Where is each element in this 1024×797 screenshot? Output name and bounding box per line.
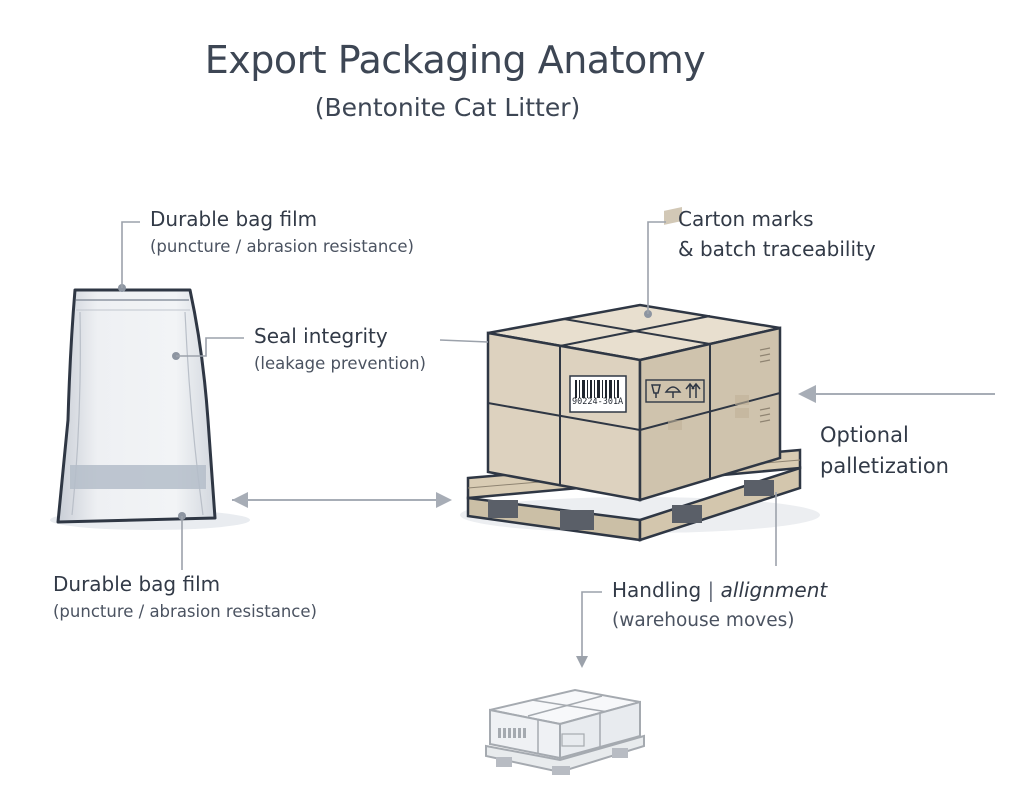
handling-label: Handling | allignment (612, 578, 827, 602)
handling-emphasis: allignment (720, 578, 828, 602)
handling-prefix: Handling (612, 578, 702, 602)
bag-film-bottom-detail: (puncture / abrasion resistance) (53, 602, 317, 621)
page-subtitle: (Bentonite Cat Litter) (314, 93, 581, 122)
double-arrow (232, 492, 452, 508)
barcode-text: 90224-301A (572, 397, 624, 407)
carton-marks-label: Carton marks (678, 207, 814, 231)
fragile-icon (651, 384, 661, 398)
bag-film-top-label: Durable bag film (150, 207, 318, 231)
barcode-icon (575, 380, 619, 398)
pallet-illustration (460, 207, 820, 542)
palletization-label-line1: Optional (820, 423, 909, 447)
seal-integrity-label: Seal integrity (254, 324, 388, 348)
umbrella-icon (664, 386, 682, 398)
pallet-leader-lines (439, 221, 777, 566)
bag-film-bottom-label: Durable bag film (53, 572, 221, 596)
batch-traceability-label: & batch traceability (678, 237, 876, 261)
handling-arrow (576, 591, 602, 668)
this-way-up-icon (685, 382, 701, 398)
bag-leader-lines (121, 221, 244, 570)
warehouse-pallet-illustration (485, 688, 645, 775)
handling-separator: | (707, 578, 715, 602)
palletization-label-line2: palletization (820, 454, 949, 478)
bag-illustration (50, 284, 250, 530)
page-title: Export Packaging Anatomy (204, 38, 706, 82)
handling-detail: (warehouse moves) (612, 610, 795, 631)
incoming-arrow (798, 385, 995, 403)
seal-integrity-detail: (leakage prevention) (254, 354, 426, 373)
bag-film-top-detail: (puncture / abrasion resistance) (150, 237, 414, 256)
handling-symbols (645, 379, 705, 403)
